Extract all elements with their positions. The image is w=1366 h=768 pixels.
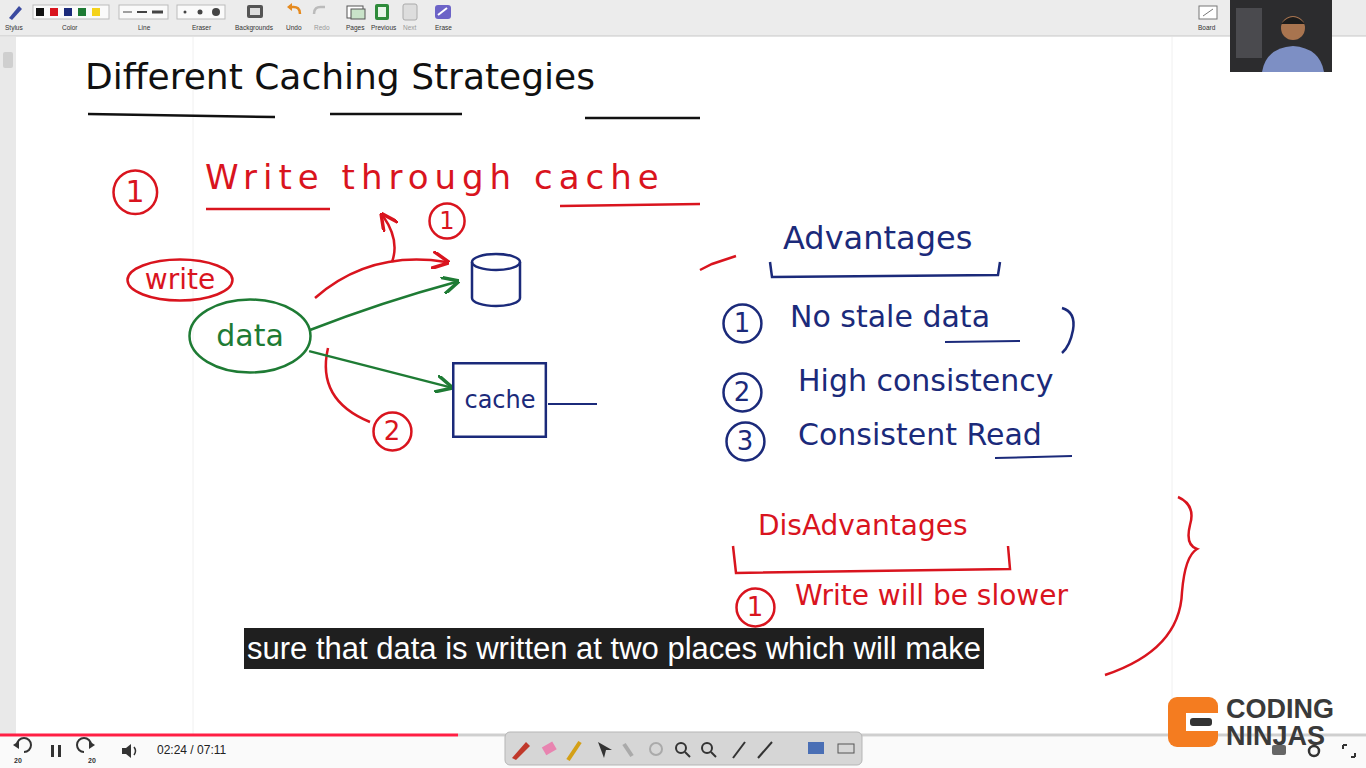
logo-text: NINJAS	[1226, 721, 1325, 752]
title-underlines	[88, 114, 700, 118]
node-text: 3	[737, 428, 754, 454]
skip-seconds: 20	[14, 757, 22, 765]
callout-number: 3	[725, 421, 766, 462]
node-text: cache	[464, 388, 535, 412]
list-item: High consistency	[798, 364, 1053, 399]
step-arrow-db	[315, 260, 446, 298]
callout-number: 1	[428, 202, 466, 240]
node-text: write	[145, 266, 215, 294]
node-text: 1	[125, 177, 144, 207]
toolbar-label: Redo	[314, 24, 330, 31]
side-handle	[3, 52, 13, 68]
node-text: 1	[439, 209, 454, 233]
toolbar	[0, 0, 1366, 36]
subtitle: sure that data is written at two places …	[244, 628, 984, 669]
node-text: 1	[734, 310, 751, 336]
toolbar-label: Backgrounds	[235, 24, 273, 31]
callout-number: 1	[112, 169, 159, 216]
node-text: 1	[747, 594, 764, 620]
flow-arrow	[309, 351, 449, 387]
toolbar-label: Line	[138, 24, 150, 31]
toolbar-label: Stylus	[5, 24, 23, 31]
progress-bar	[0, 734, 458, 737]
list-heading: DisAdvantages	[758, 510, 968, 542]
list-item: No stale data	[790, 300, 990, 335]
node-text: 2	[384, 418, 401, 444]
toolbar-edge	[0, 36, 1366, 37]
tick-mark	[700, 256, 736, 270]
toolbar-label: Color	[62, 24, 78, 31]
cache-box: cache	[452, 362, 547, 438]
write-arrow-db	[310, 282, 456, 330]
heading-bracket	[770, 262, 1000, 277]
toolbar-icons	[9, 3, 1217, 20]
toolbar-label: Next	[403, 24, 416, 31]
section-heading: Write through cache	[205, 158, 665, 197]
time-display: 02:24 / 07:11	[157, 744, 226, 758]
toolbar-label: Erase	[435, 24, 452, 31]
toolbar-label: Undo	[286, 24, 302, 31]
board-margin	[193, 37, 194, 734]
list-item: Write will be slower	[795, 580, 1068, 612]
node-text: 2	[734, 379, 751, 405]
side-strip	[0, 37, 16, 734]
callout-number: 2	[722, 372, 763, 413]
callout-number: 2	[372, 411, 413, 452]
callout-number: 1	[735, 587, 776, 628]
cache-underline	[548, 403, 597, 405]
heading-bracket	[733, 546, 1010, 573]
toolbar-label: Previous	[371, 24, 396, 31]
data-ellipse: data	[188, 298, 312, 374]
step-pointer	[326, 348, 370, 422]
callout-number: 1	[722, 303, 763, 344]
database-symbol	[472, 254, 520, 306]
list-heading: Advantages	[783, 220, 972, 257]
list-item: Consistent Read	[798, 418, 1042, 453]
word-underline	[945, 341, 1020, 342]
toolbar-label: Eraser	[192, 24, 211, 31]
toolbar-label: Board	[1198, 24, 1215, 31]
toolbar-label: Pages	[346, 24, 364, 31]
step-pointer	[383, 216, 395, 262]
webcam-thumbnail	[1230, 0, 1332, 72]
curly-brace	[1105, 497, 1197, 675]
logo-mark	[1168, 697, 1220, 747]
side-bracket	[1062, 308, 1074, 353]
logo-text: CODING	[1226, 694, 1334, 725]
note-bubble: write	[126, 258, 234, 302]
annotation-palette	[505, 732, 862, 765]
skip-seconds: 20	[88, 757, 96, 765]
word-underline	[995, 456, 1072, 458]
page-title: Different Caching Strategies	[85, 56, 595, 97]
node-text: data	[216, 321, 284, 351]
